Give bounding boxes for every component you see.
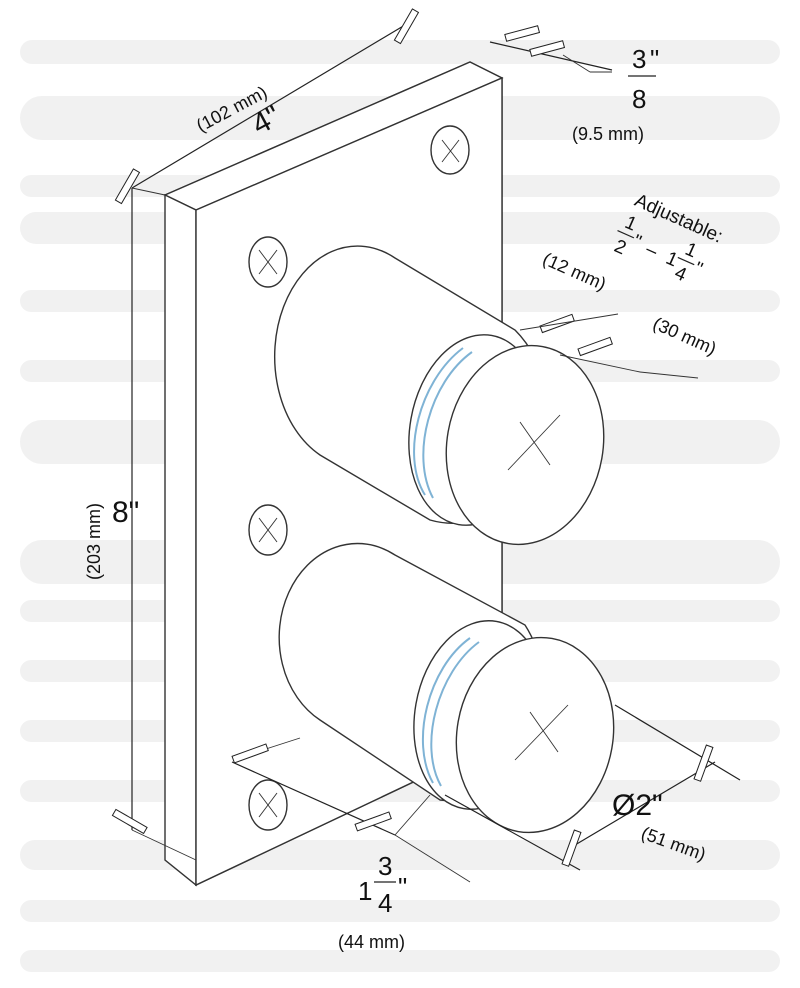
screw-hole-icon <box>248 779 288 831</box>
screw-hole-icon <box>248 504 288 556</box>
thickness-mm: (9.5 mm) <box>572 124 644 144</box>
diameter-inch: Ø2" <box>612 789 663 822</box>
thickness-dimension-line <box>489 25 613 73</box>
adjustable-max-bar <box>677 256 695 266</box>
standoff-unit: " <box>398 872 407 902</box>
standoff-dimension-line <box>231 737 471 883</box>
lower-knob <box>278 542 615 834</box>
plate-height-mm: (203 mm) <box>84 503 104 580</box>
screw-hole-icon <box>430 125 470 175</box>
adjustable-max-unit: " <box>691 258 706 280</box>
adjustable-min-mm: (12 mm) <box>540 249 609 295</box>
thickness-denominator: 8 <box>632 84 646 114</box>
adjustable-dimension-line <box>519 313 699 379</box>
width-dimension-line <box>114 8 420 205</box>
standoff-mm: (44 mm) <box>338 932 405 952</box>
standoff-whole: 1 <box>358 876 372 906</box>
diameter-dimension-line <box>444 704 741 871</box>
adjustable-min-bar <box>617 230 635 239</box>
height-dimension-line <box>111 188 197 861</box>
screw-holes <box>248 125 470 831</box>
upper-knob <box>273 245 605 546</box>
screw-hole-icon <box>248 236 288 288</box>
standoff-denominator: 4 <box>378 888 392 918</box>
plate-height-inch: 8" <box>112 496 139 529</box>
adjustable-max-mm: (30 mm) <box>650 313 719 359</box>
thickness-numerator: 3 <box>632 44 646 74</box>
standoff-numerator: 3 <box>378 851 392 881</box>
thickness-unit: " <box>650 44 659 74</box>
